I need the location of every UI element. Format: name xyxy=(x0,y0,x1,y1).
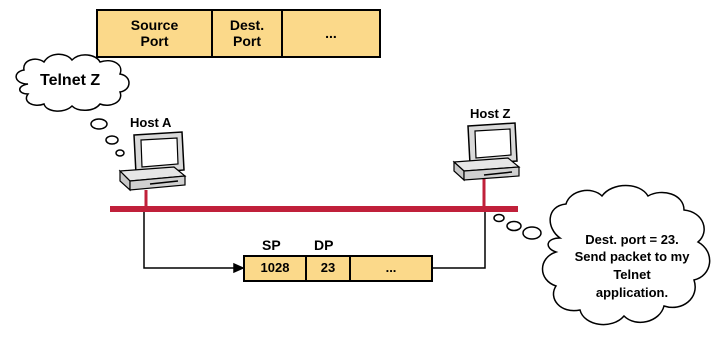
host-a-thought-cloud xyxy=(15,53,130,157)
header-more-label: ... xyxy=(325,24,337,41)
packet-field-dp xyxy=(305,255,351,282)
header-segment xyxy=(96,9,381,58)
packet-field-more xyxy=(349,255,433,282)
packet-path xyxy=(143,212,486,274)
packet-dp-value: 23 xyxy=(320,260,336,276)
host-z-thought-cloud xyxy=(493,184,711,326)
packet-field-sp xyxy=(243,255,307,282)
packet-sp-value: 1028 xyxy=(260,260,290,276)
host-a-label: Host A xyxy=(130,115,172,130)
header-field-dest-port xyxy=(211,9,283,58)
header-field-source-port xyxy=(96,9,213,58)
packet-more-value: ... xyxy=(385,260,397,276)
packet-header-dp: DP xyxy=(314,237,334,253)
host-z-thought-text: Dest. port = 23. Send packet to my Telne… xyxy=(574,231,690,300)
host-a-thought-text: Telnet Z xyxy=(40,72,101,89)
host-z-label: Host Z xyxy=(470,106,511,121)
header-source-port-label: Source Port xyxy=(130,17,179,49)
host-z-computer-icon xyxy=(452,122,521,182)
header-dest-port-label: Dest. Port xyxy=(229,17,265,49)
packet-header-sp: SP xyxy=(262,237,281,253)
packet xyxy=(243,255,433,282)
header-field-more xyxy=(281,9,381,58)
host-a-computer-icon xyxy=(118,131,187,192)
